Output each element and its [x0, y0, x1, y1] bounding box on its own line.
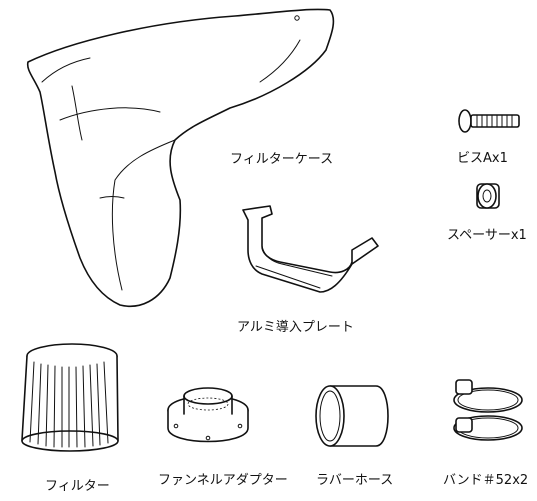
filter-case-illustration — [26, 8, 335, 307]
spacer-label: スペーサーx1 — [447, 228, 527, 243]
band-label: バンド＃52x2 — [443, 473, 528, 488]
aluminum-plate-label: アルミ導入プレート — [237, 320, 354, 335]
screw-label: ビスAx1 — [457, 151, 508, 166]
funnel-adapter-illustration — [167, 387, 249, 443]
filter-illustration — [21, 343, 119, 452]
band-illustration — [453, 379, 523, 441]
rubber-hose-label: ラバーホース — [316, 473, 393, 488]
filter-case-label: フィルターケース — [230, 152, 333, 167]
spacer-illustration — [476, 183, 500, 209]
rubber-hose-illustration — [315, 385, 389, 447]
funnel-adapter-label: ファンネルアダプター — [158, 473, 288, 488]
screw-illustration — [458, 109, 520, 133]
aluminum-plate-illustration — [242, 205, 379, 293]
filter-label: フィルター — [45, 479, 110, 494]
